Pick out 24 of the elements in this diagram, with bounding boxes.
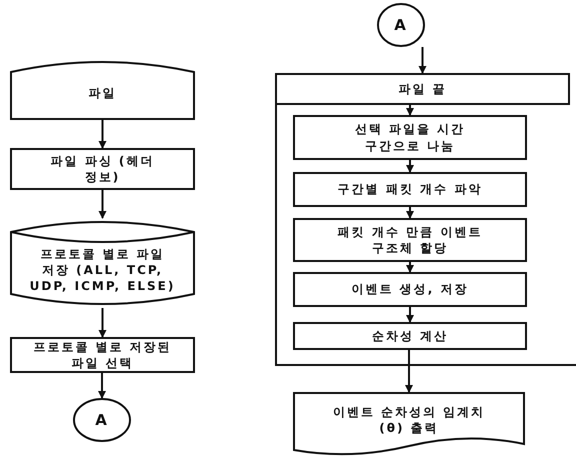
arrow [418,47,426,74]
arrow [405,350,413,393]
arrow [98,308,106,338]
arrow [406,207,414,219]
loop-header-box: 파일 끝 [275,73,570,105]
process-box: 프로토콜 별로 저장된 파일 선택 [10,337,195,373]
arrow [98,373,106,399]
process-box: 이벤트 생성, 저장 [293,272,527,307]
process-box: 선택 파일을 시간 구간으로 나눔 [293,115,527,160]
arrow [406,262,414,273]
connector-circle: A [377,3,425,47]
process-box: 순차성 계산 [293,322,527,350]
arrow [406,105,414,116]
process-box: 파일 파싱 (헤더 정보) [10,148,195,190]
process-box: 패킷 개수 만큼 이벤트 구조체 할당 [293,218,527,262]
arrow [406,160,414,173]
connector-circle: A [73,398,131,442]
arrow [98,190,106,219]
process-box: 구간별 패킷 개수 파악 [293,172,527,207]
file-shape: 파일 [10,58,195,120]
output-document: 이벤트 순차성의 임계치(θ) 출력 [293,392,525,458]
storage-cylinder: 프로토콜 별로 파일 저장 (ALL, TCP, UDP, ICMP, ELSE) [10,218,195,308]
arrow [406,307,414,323]
arrow [98,120,106,149]
